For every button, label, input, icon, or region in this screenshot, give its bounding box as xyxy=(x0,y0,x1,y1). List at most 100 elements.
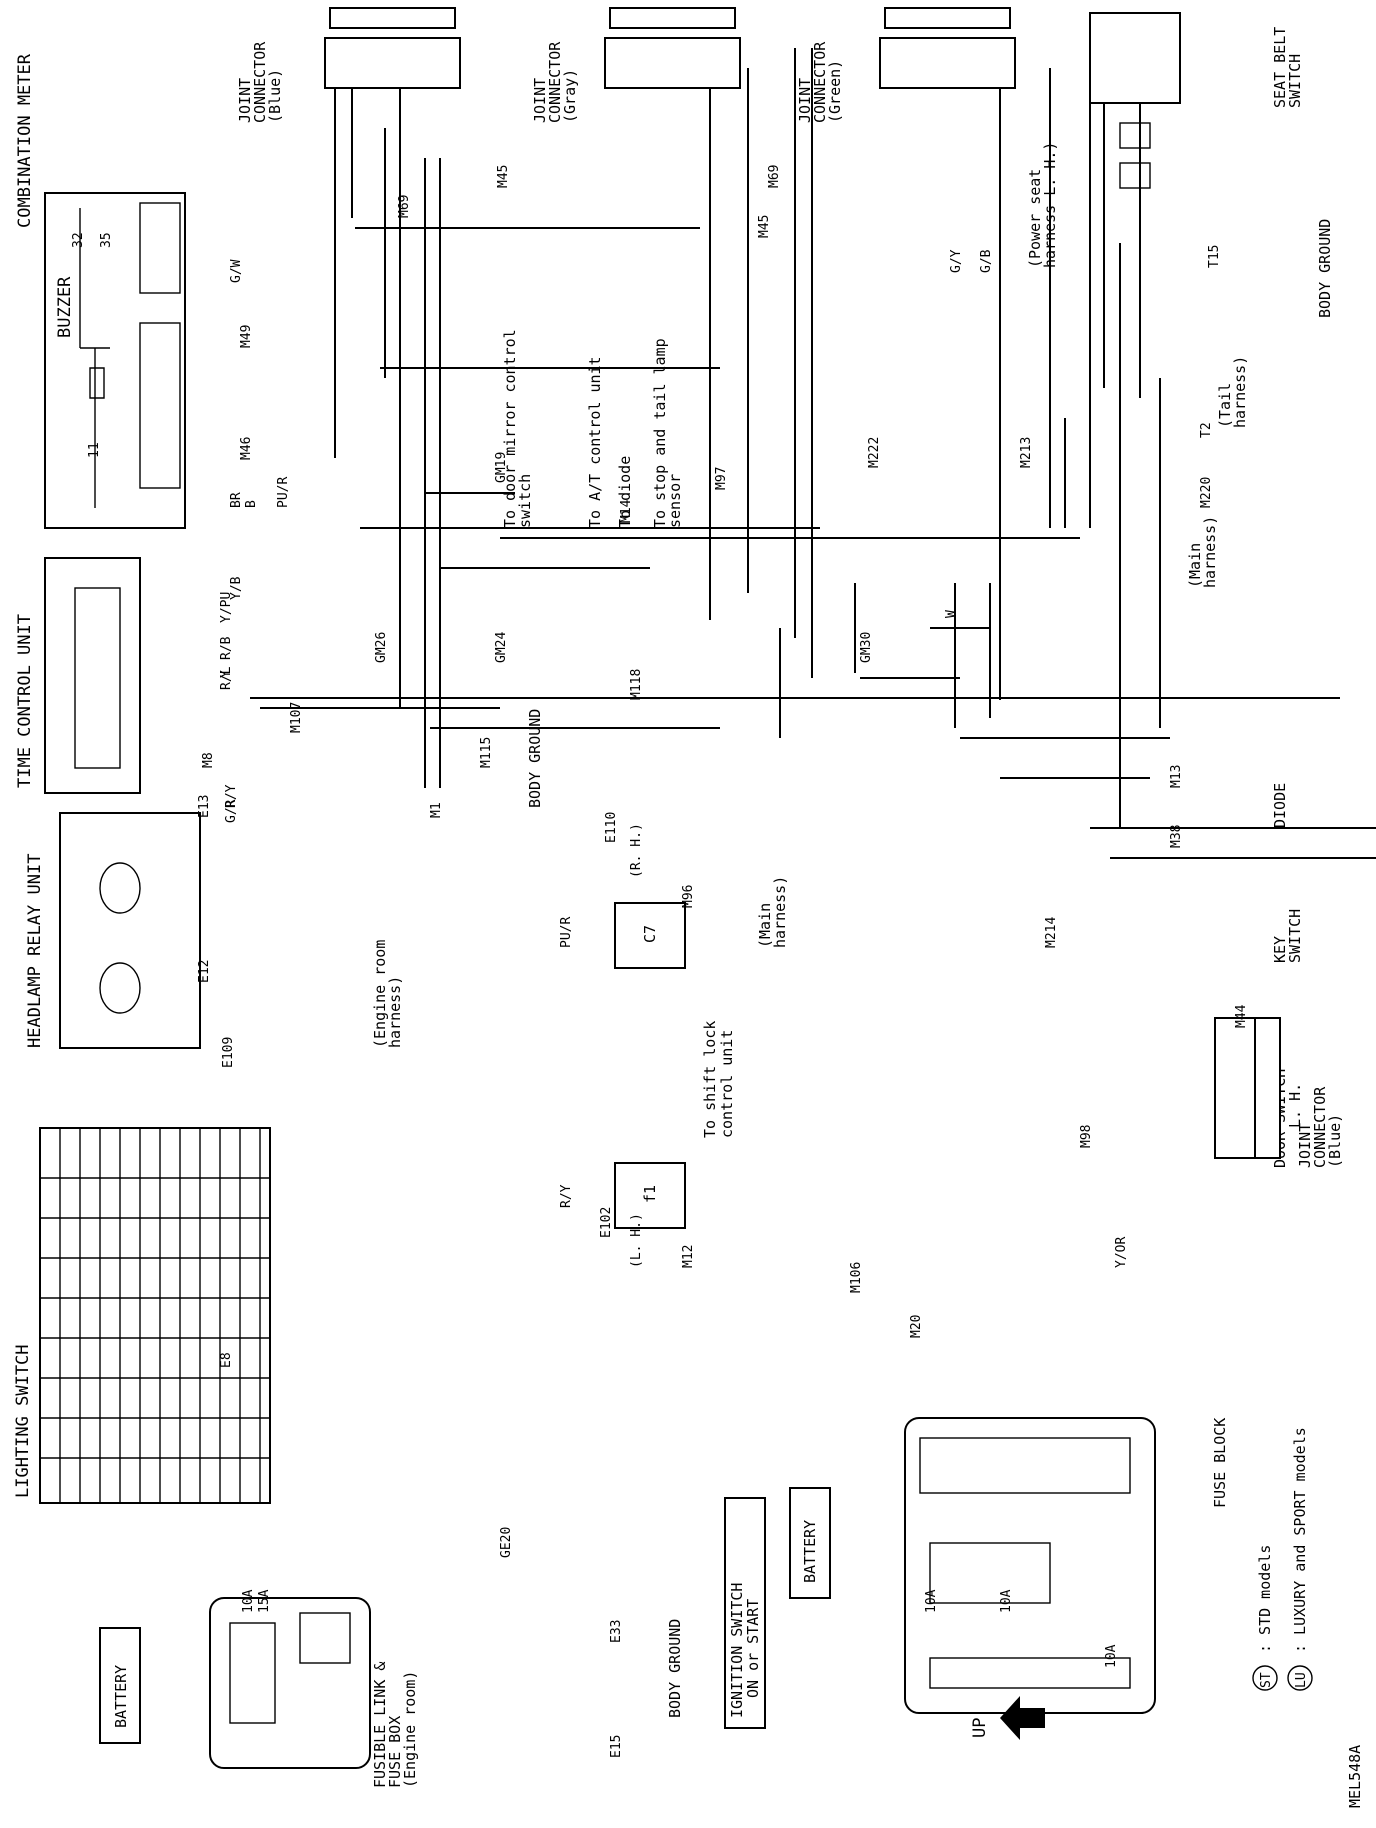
joint-connector-blue xyxy=(324,7,461,89)
main-harness-right-2: harness) xyxy=(1201,516,1219,588)
f1-box xyxy=(614,1162,686,1229)
conn-e33: E33 xyxy=(609,1620,624,1643)
conn-m14: M14 xyxy=(619,499,634,523)
legend-lux: : LUXURY and SPORT models xyxy=(1291,1427,1309,1653)
conn-m8: M8 xyxy=(201,752,216,768)
wire-g-w-1: G/W xyxy=(229,259,244,283)
combination-meter xyxy=(44,192,186,529)
up-arrow-label: UP xyxy=(970,1718,990,1738)
joint-blue-right-1: JOINT xyxy=(1296,1123,1314,1168)
time-control-unit xyxy=(44,557,141,794)
splice-m97: M97 xyxy=(714,467,729,490)
lh-label: (L. H.) xyxy=(629,1213,644,1268)
conn-m20: M20 xyxy=(909,1315,924,1338)
wire-harness xyxy=(250,48,1376,859)
to-door-mirror-1: To door mirror control xyxy=(501,329,519,528)
wire-y-b-1: Y/B xyxy=(229,576,244,600)
power-seat-2: harness L. H.) xyxy=(1041,142,1059,268)
body-ground-t15: BODY GROUND xyxy=(1316,219,1334,318)
battery-fuse-box xyxy=(789,1487,831,1599)
time-control-unit-title: TIME CONTROL UNIT xyxy=(15,614,35,788)
splice-gm30: GM30 xyxy=(859,632,874,663)
splice-m106: M106 xyxy=(849,1262,864,1293)
conn-e13: E13 xyxy=(197,795,212,818)
conn-t15: T15 xyxy=(1207,245,1222,268)
conn-m12: M12 xyxy=(681,1245,696,1268)
fuse-15a-e8: 15A xyxy=(257,1589,272,1613)
c7-box xyxy=(614,902,686,969)
conn-m44: M44 xyxy=(1234,1004,1249,1028)
headlamp-relay-unit-title: HEADLAMP RELAY UNIT xyxy=(25,854,45,1048)
rotated-schematic: COMBINATION METER BUZZER TIME CONTROL UN… xyxy=(13,7,1376,1808)
lighting-switch xyxy=(39,1127,271,1504)
conn-e102: E102 xyxy=(599,1207,614,1238)
battery-fuse-label: BATTERY xyxy=(801,1520,819,1583)
splice-m98: M98 xyxy=(1079,1125,1094,1148)
conn-m222: M222 xyxy=(867,437,882,468)
joint-blue-right-2: CONNECTOR xyxy=(1311,1086,1329,1168)
to-door-mirror-2: switch xyxy=(516,474,534,528)
figure-id: MEL548A xyxy=(1346,1745,1364,1808)
to-stop-2: sensor xyxy=(666,474,684,528)
joint-gray-1: JOINT xyxy=(531,78,549,123)
wire-pu-r-c7: PU/R xyxy=(559,917,574,948)
fuse-10a-block-2: 10A xyxy=(999,1589,1014,1613)
conn-m49: M49 xyxy=(239,325,254,348)
joint-green-1: JOINT xyxy=(796,78,814,123)
joint-blue-1: JOINT xyxy=(236,78,254,123)
body-ground-e15: BODY GROUND xyxy=(666,1619,684,1718)
tail-harness-2: harness) xyxy=(1231,356,1249,428)
ignition-switch-box xyxy=(724,1497,766,1729)
legend-std: : STD models xyxy=(1256,1545,1274,1653)
battery-box xyxy=(99,1627,141,1744)
conn-m96: M96 xyxy=(681,885,696,908)
joint-blue-3: (Blue) xyxy=(266,69,284,123)
wire-r-y-1: R/Y xyxy=(224,784,239,808)
conn-m1: M1 xyxy=(429,802,444,818)
diode-title: DIODE xyxy=(1271,783,1289,828)
splice-m107: M107 xyxy=(289,702,304,733)
to-shift-1: To shift lock xyxy=(701,1021,719,1138)
seat-belt-1: SEAT BELT xyxy=(1271,27,1289,108)
joint-blue-right-3: (Blue) xyxy=(1326,1114,1344,1168)
main-harness-2: harness) xyxy=(771,876,789,948)
body-ground-m1: BODY GROUND xyxy=(526,709,544,808)
main-harness-1: (Main xyxy=(756,903,774,948)
to-diode: To diode xyxy=(616,456,634,528)
splice-m69: M69 xyxy=(397,195,412,218)
fusible-link-box xyxy=(209,1597,371,1769)
conn-e8: E8 xyxy=(219,1352,234,1368)
main-harness-right-1: (Main xyxy=(1186,543,1204,588)
conn-m38: M38 xyxy=(1169,825,1184,848)
wire-g-b-1: G/B xyxy=(979,249,994,273)
ignition-switch-label: IGNITION SWITCH xyxy=(728,1583,746,1718)
to-stop-1: To stop and tail lamp xyxy=(651,338,669,528)
key-switch-2: SWITCH xyxy=(1286,909,1304,963)
legend-st-code: ST xyxy=(1259,1672,1274,1688)
to-at-1: To A/T control unit xyxy=(586,356,604,528)
conn-m45: M45 xyxy=(496,165,511,188)
buzzer-label: BUZZER xyxy=(55,276,75,338)
joint-gray-3: (Gray) xyxy=(561,69,579,123)
joint-gray-2: CONNECTOR xyxy=(546,41,564,123)
joint-connector-green xyxy=(879,7,1016,89)
engine-harness-1: (Engine room xyxy=(371,940,389,1048)
splice-m118: M118 xyxy=(629,669,644,700)
to-shift-2: control unit xyxy=(718,1030,736,1138)
seat-belt-switch xyxy=(1089,12,1181,189)
wire-r-l-1: R/L xyxy=(219,666,234,690)
headlamp-relay-unit xyxy=(59,812,201,1049)
splice-gm19: GM19 xyxy=(494,452,509,483)
lighting-switch-title: LIGHTING SWITCH xyxy=(13,1344,33,1498)
fuse-block-label: FUSE BLOCK xyxy=(1211,1418,1229,1508)
fuse-10a-e8: 10A xyxy=(241,1589,256,1613)
conn-m46: M46 xyxy=(239,437,254,460)
fusible-link-label: FUSIBLE LINK & xyxy=(371,1662,389,1788)
legend-st-icon xyxy=(1252,1665,1278,1691)
pin-32: 32 xyxy=(71,232,86,248)
wire-y-pu-1: Y/PU xyxy=(219,592,234,623)
wire-r-y-f1: R/Y xyxy=(559,1184,574,1208)
conn-e109: E109 xyxy=(221,1037,236,1068)
wire-y-or-1: Y/OR xyxy=(1114,1237,1129,1268)
conn-m13: M13 xyxy=(1169,765,1184,788)
